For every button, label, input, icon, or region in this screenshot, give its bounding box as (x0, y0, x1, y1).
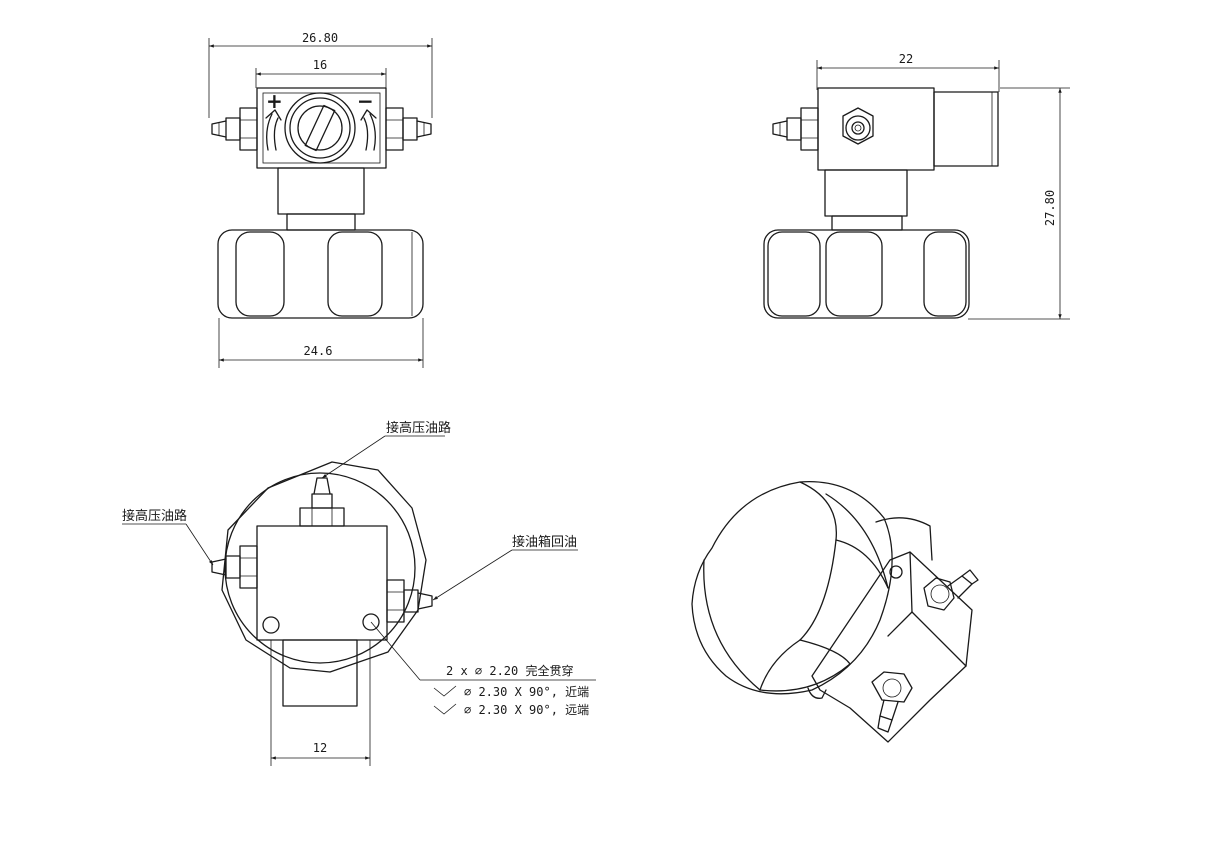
through-hole (262, 616, 280, 634)
side-fitting (772, 107, 819, 151)
dimension-bottom-width: 12 (270, 640, 371, 766)
iso-block (811, 551, 973, 743)
dimension-label: 24.6 (304, 344, 333, 358)
mounting-nut-side (763, 229, 970, 319)
left-fitting-bottom (211, 545, 258, 589)
iso-fitting-right (923, 569, 979, 611)
iso-nut (691, 480, 893, 695)
isometric-view (691, 480, 979, 743)
hole-note-line2: ∅ 2.30 X 90°, 近端 (464, 685, 589, 699)
callout-high-pressure-top: 接高压油路 (321, 420, 451, 479)
dimension-label: 26.80 (302, 31, 338, 45)
dimension-side-width: 22 (816, 52, 1000, 92)
rotate-arrow-icon (369, 113, 376, 151)
dimension-label: 16 (313, 58, 327, 72)
side-view: 22 27.80 (763, 52, 1070, 320)
top-fitting (299, 477, 345, 527)
callout-label: 接高压油路 (386, 420, 451, 436)
adjustment-knob (284, 92, 356, 164)
right-fitting-bottom (386, 579, 433, 623)
mounting-nut (217, 229, 424, 319)
callout-label: 接油箱回油 (512, 534, 577, 550)
valve-neck (277, 167, 365, 215)
dimension-label: 22 (899, 52, 913, 66)
callout-tank-return: 接油箱回油 (432, 534, 578, 601)
hole-note: 2 x ∅ 2.20 完全贯穿 ∅ 2.30 X 90°, 近端 ∅ 2.30 … (370, 621, 596, 717)
screw-slot (304, 104, 336, 152)
valve-body-side (817, 87, 935, 171)
front-view: 26.80 16 + − (208, 31, 433, 368)
dimension-label: 12 (313, 741, 327, 755)
callout-label: 接高压油路 (122, 508, 187, 524)
plus-symbol: + (266, 89, 283, 113)
hex-port (842, 107, 874, 145)
minus-symbol: − (357, 89, 374, 113)
right-fitting (385, 107, 432, 151)
valve-body-bottom (256, 525, 388, 641)
hole-note-line1: 2 x ∅ 2.20 完全贯穿 (446, 663, 573, 678)
bottom-view: 接高压油路 接高压油路 接油箱回油 2 x ∅ 2.20 完全贯穿 ∅ 2.30… (122, 420, 596, 766)
iso-fitting-bottom (871, 671, 913, 733)
countersink-icon (433, 685, 457, 697)
left-fitting (211, 107, 258, 151)
dimension-top-bottom: 24.6 (218, 318, 424, 368)
through-hole (362, 613, 380, 631)
rotate-arrow-icon (266, 113, 273, 151)
dimension-top-inner: 16 (255, 58, 387, 88)
nut-outline (224, 472, 416, 664)
dimension-label: 27.80 (1043, 190, 1057, 226)
countersink-icon (433, 703, 457, 715)
callout-high-pressure-left: 接高压油路 (122, 508, 214, 566)
hole-note-line3: ∅ 2.30 X 90°, 远端 (464, 703, 589, 717)
dimension-top-width: 26.80 (208, 31, 433, 118)
dimension-side-height: 27.80 (968, 87, 1070, 320)
